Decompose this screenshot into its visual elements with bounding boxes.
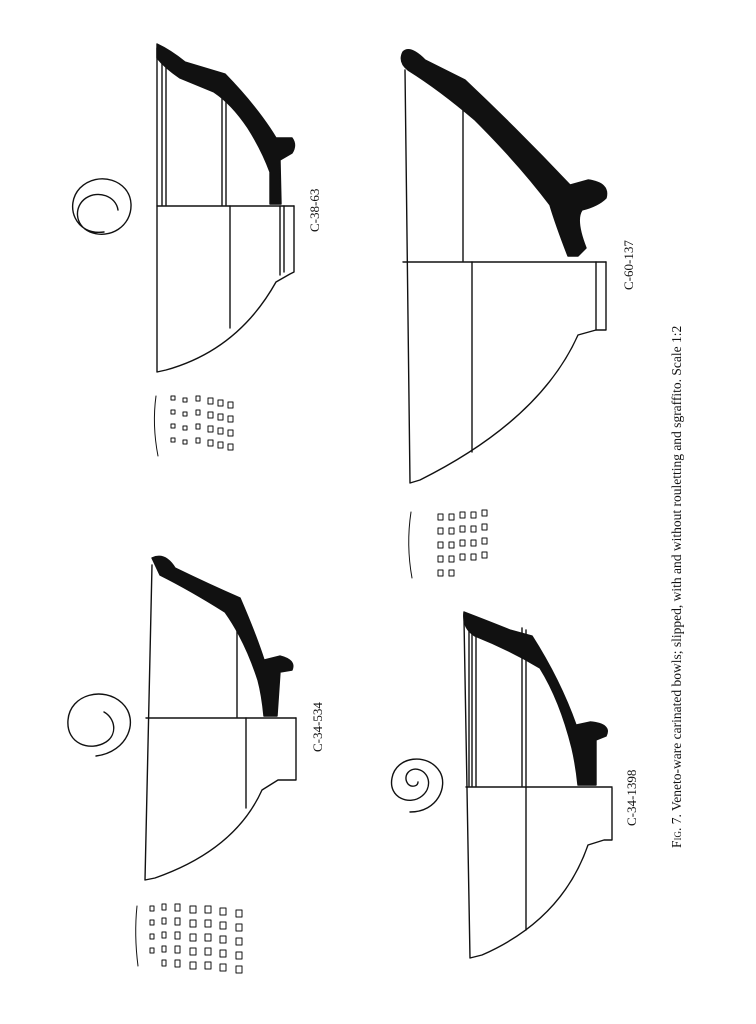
specimen-label-c-38-63: C-38-63 [307, 188, 322, 232]
caption-text: Veneto-ware carinated bowls; slipped, wi… [669, 325, 684, 811]
spiral-sgraffito-c-38-63 [71, 178, 132, 235]
rouletting-pattern-c-60-137 [408, 509, 488, 579]
bowl-profile-c-34-534 [144, 555, 297, 881]
bowl-profile-c-34-1398 [463, 611, 613, 959]
figure-caption: Fig. 7. Veneto-ware carinated bowls; sli… [669, 326, 685, 848]
bowl-profile-c-38-63 [156, 43, 296, 373]
rouletting-pattern-c-34-534 [135, 903, 243, 974]
caption-number: 7. [669, 814, 684, 825]
specimen-label-c-60-137: C-60-137 [621, 240, 636, 290]
rouletting-pattern-c-38-63 [153, 395, 234, 457]
specimen-label-c-34-534: C-34-534 [310, 702, 325, 752]
spiral-sgraffito-c-34-534 [67, 693, 132, 757]
bowl-profile-c-60-137 [400, 49, 608, 484]
specimen-label-c-34-1398: C-34-1398 [624, 769, 639, 826]
spiral-sgraffito-c-34-1398 [390, 758, 444, 813]
caption-prefix: Fig. [669, 827, 684, 848]
